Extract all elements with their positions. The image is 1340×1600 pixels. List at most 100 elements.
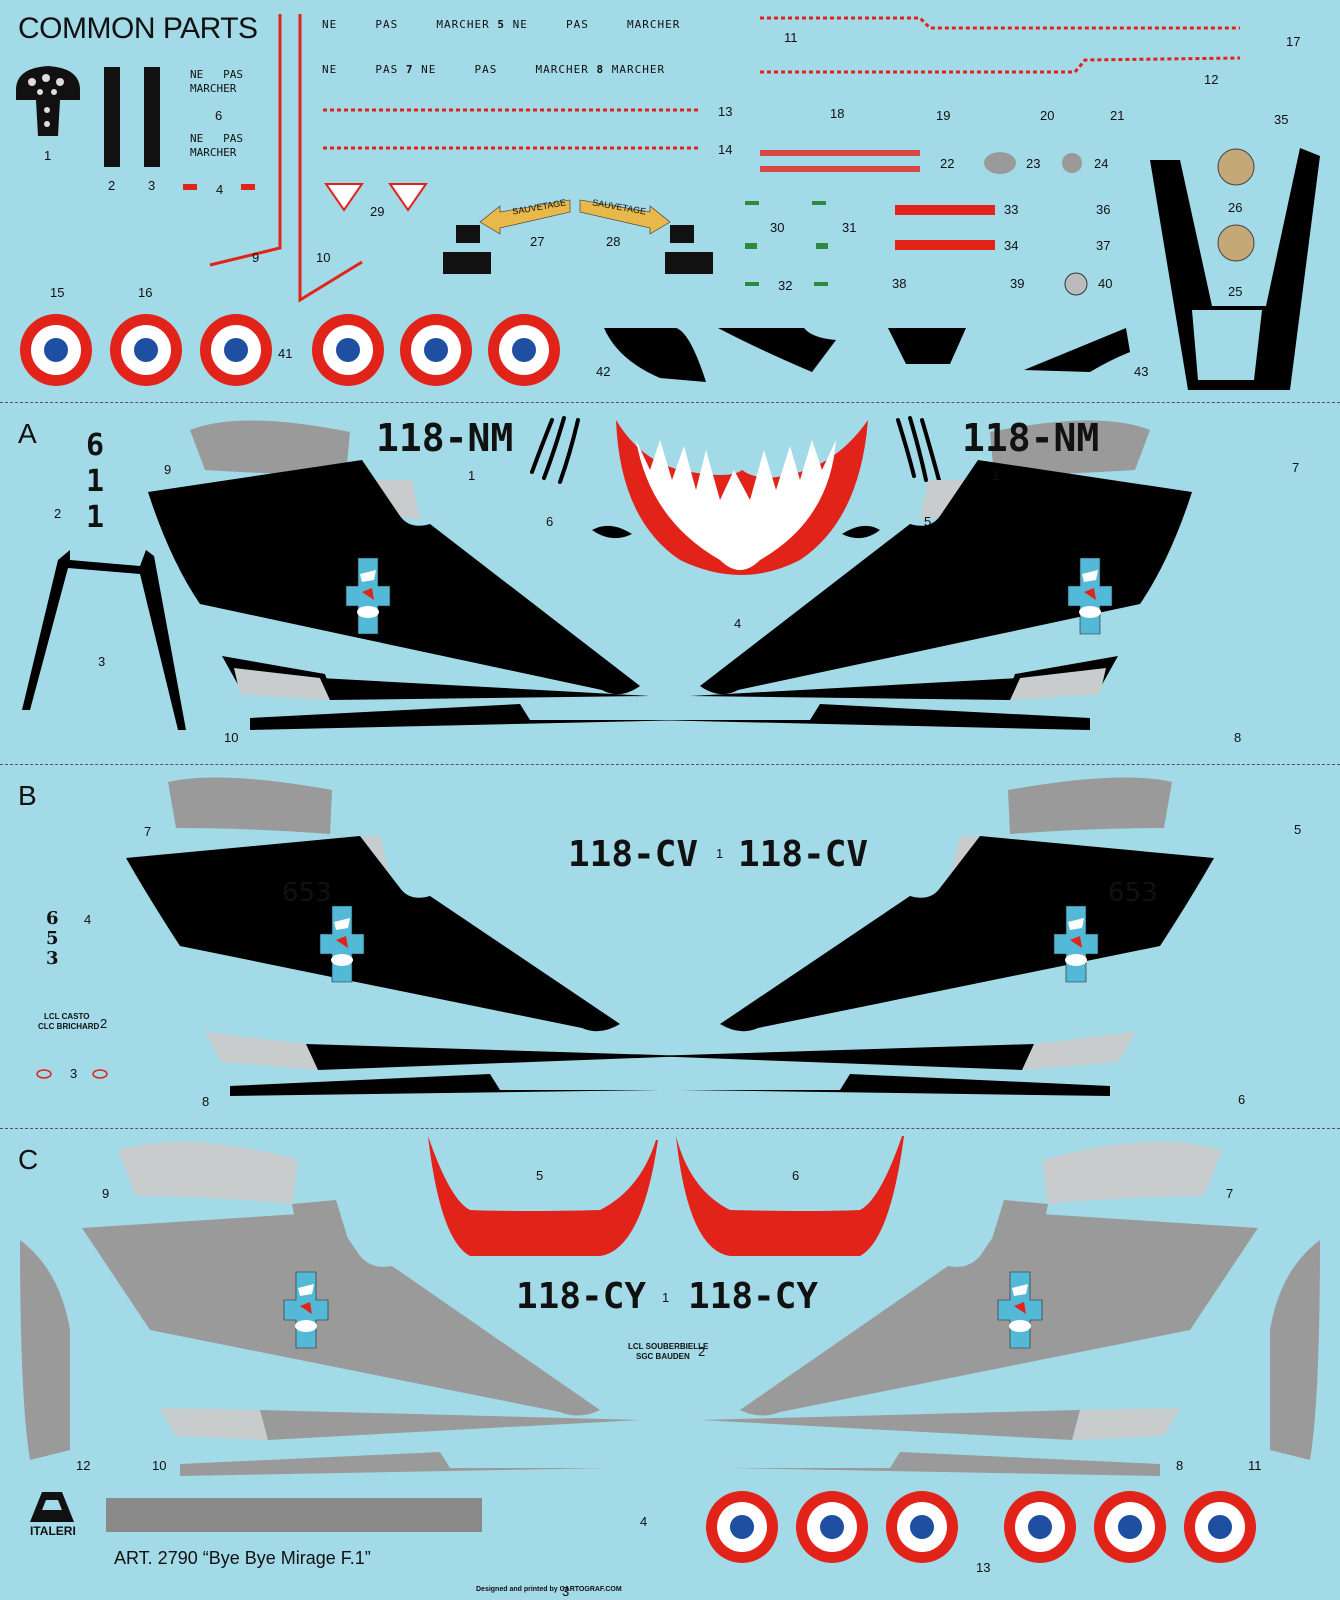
aircraft-code: 118-CV xyxy=(568,834,699,875)
part-label: 5 xyxy=(924,514,932,529)
part-label: 1 xyxy=(662,1290,670,1305)
part-label: 43 xyxy=(1134,364,1149,379)
part-label: 7 xyxy=(1226,1186,1234,1201)
part-label: 1 xyxy=(716,846,724,861)
part-label: 33 xyxy=(1004,202,1019,217)
kit-title: ART. 2790 “Bye Bye Mirage F.1” xyxy=(114,1548,371,1568)
part-label: 5 xyxy=(1294,822,1302,837)
part-label: 8 xyxy=(596,63,605,76)
aircraft-code: 118-NM xyxy=(376,416,514,460)
stencil-ne: NE xyxy=(322,63,338,76)
stencil-pas: PAS xyxy=(223,132,243,145)
part-label: 4 xyxy=(640,1514,648,1529)
section-letter-b: B xyxy=(18,780,37,811)
part-label: 10 xyxy=(224,730,239,745)
part-label: 5 xyxy=(497,18,505,31)
console-panels xyxy=(104,67,160,167)
part-label: 42 xyxy=(596,364,611,379)
vertical-number-digit: 6 xyxy=(86,428,105,463)
part-label: 22 xyxy=(940,156,955,171)
part-label: 29 xyxy=(370,204,385,219)
page-title: COMMON PARTS xyxy=(18,12,258,45)
stencil-row-22 xyxy=(760,150,920,172)
part-label: 19 xyxy=(936,108,951,123)
part-label: 14 xyxy=(718,142,733,157)
serial-number: 653 xyxy=(1108,878,1158,908)
pilot-name: SGC BAUDEN xyxy=(636,1352,690,1361)
part-label: 1 xyxy=(992,468,1000,483)
part-label: 6 xyxy=(546,514,554,529)
vertical-number-digit: 6 xyxy=(46,908,59,929)
part-label: 39 xyxy=(1010,276,1025,291)
part-label: 8 xyxy=(202,1094,210,1109)
part-label: 12 xyxy=(76,1458,91,1473)
part-label: 11 xyxy=(1248,1458,1262,1473)
vertical-number-digit: 1 xyxy=(86,464,105,499)
part-label: 10 xyxy=(316,250,331,265)
part-label: 2 xyxy=(54,506,62,521)
part-label: 4 xyxy=(216,182,224,197)
section-letter-a: A xyxy=(18,418,37,449)
part-label: 3 xyxy=(148,178,156,193)
stencil-ne: NE xyxy=(421,63,437,76)
part-label: 13 xyxy=(976,1560,991,1575)
part-label: 21 xyxy=(1110,108,1125,123)
part-label: 36 xyxy=(1096,202,1111,217)
part-label: 3 xyxy=(98,654,106,669)
divider-a xyxy=(0,402,1340,403)
stencil-marcher: MARCHER xyxy=(626,18,681,31)
part-label: 5 xyxy=(536,1168,544,1183)
pilot-name: LCL CASTO xyxy=(44,1012,90,1021)
aircraft-code: 118-NM xyxy=(962,416,1100,460)
stencil-pas: PAS xyxy=(474,63,498,76)
stencil-ne: NE xyxy=(512,18,528,31)
part-label: 3 xyxy=(70,1066,78,1081)
aircraft-code: 118-CV xyxy=(738,834,869,875)
part-label: 35 xyxy=(1274,112,1289,127)
part-label: 12 xyxy=(1204,72,1219,87)
part-label: 9 xyxy=(252,250,260,265)
stencil-marcher: MARCHER xyxy=(190,146,237,159)
part-label: 16 xyxy=(138,285,153,300)
part-label: 6 xyxy=(215,108,223,123)
stencil-pas: PAS xyxy=(223,68,243,81)
part-label: 20 xyxy=(1040,108,1055,123)
brand-logo: ITALERI xyxy=(30,1524,76,1538)
part-label: 6 xyxy=(1238,1092,1246,1107)
part-label: 10 xyxy=(152,1458,167,1473)
instrument-panel-decal xyxy=(16,66,80,136)
part-label: 2 xyxy=(108,178,116,193)
part-label: 7 xyxy=(144,824,152,839)
divider-c xyxy=(0,1128,1340,1129)
stencil-pas: PAS xyxy=(375,63,399,76)
aircraft-code: 118-CY xyxy=(516,1276,647,1317)
part-label: 30 xyxy=(770,220,785,235)
stencil-ne: NE xyxy=(322,18,338,31)
stencil-pas: PAS xyxy=(565,18,589,31)
part-label: 31 xyxy=(842,220,857,235)
stencil-marcher: MARCHER xyxy=(190,82,237,95)
section-letter-c: C xyxy=(18,1144,39,1175)
part-label: 4 xyxy=(734,616,742,631)
part-label: 7 xyxy=(405,63,414,76)
part-label: 34 xyxy=(1004,238,1019,253)
stencil-marcher: MARCHER xyxy=(611,63,666,76)
aircraft-code: 118-CY xyxy=(688,1276,819,1317)
part-label: 3 xyxy=(562,1584,570,1599)
part-label: 1 xyxy=(44,148,52,163)
stencil-ne: NE xyxy=(190,132,204,145)
part-label: 13 xyxy=(718,104,733,119)
part-label: 9 xyxy=(102,1186,110,1201)
printer-credit: Designed and printed by CARTOGRAF.COM xyxy=(476,1586,622,1593)
part-label: 2 xyxy=(698,1344,706,1359)
vertical-number-digit: 1 xyxy=(86,500,105,535)
part-label: 4 xyxy=(84,912,92,927)
vertical-number-digit: 5 xyxy=(46,928,59,949)
part-label: 23 xyxy=(1026,156,1041,171)
part-label: 9 xyxy=(164,462,172,477)
part-label: 8 xyxy=(1176,1458,1184,1473)
part-label: 8 xyxy=(1234,730,1242,745)
stencil-marcher: MARCHER xyxy=(535,63,589,76)
